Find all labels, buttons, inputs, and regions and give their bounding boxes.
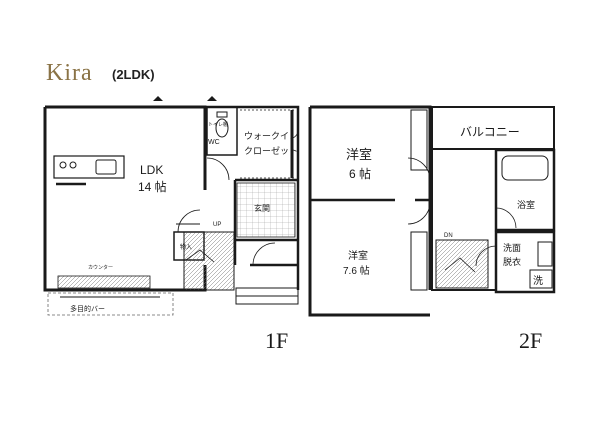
- kitchen-counter: [53, 155, 125, 179]
- closet-shelf: [240, 109, 294, 179]
- ldk-door-swing: [177, 209, 201, 233]
- floor2-outer-walls: [308, 105, 432, 317]
- walkin-closet-label-2: クローゼット: [244, 145, 298, 156]
- sink: [95, 159, 117, 175]
- stair-1f: [183, 231, 235, 291]
- western-room1-label: 洋室: [346, 147, 372, 162]
- wc-door-swing: [206, 157, 230, 181]
- floor-1-label: 1F: [265, 328, 288, 353]
- bath-room: [494, 148, 556, 232]
- property-name: Kira: [46, 60, 93, 86]
- walkin-closet-label-1: ウォークイン: [244, 131, 298, 141]
- entrance-floor: [236, 182, 296, 238]
- storage-label: 物入: [180, 243, 192, 251]
- entrance-label: 玄関: [254, 203, 270, 213]
- dn-label: DN: [444, 233, 453, 239]
- porch-step: [235, 295, 299, 305]
- closet-2f: [410, 231, 428, 291]
- washbasin: [537, 241, 553, 267]
- bath-door-swing: [495, 207, 517, 229]
- ldk-label: LDK: [140, 163, 163, 177]
- washroom-label-1: 洗面: [503, 242, 521, 253]
- balcony-label: バルコニー: [460, 125, 520, 139]
- bath-label: 浴室: [517, 199, 535, 210]
- wc-label: WC: [208, 139, 220, 146]
- washroom-label-2: 脱衣: [503, 256, 521, 267]
- stove-burner: [59, 161, 67, 169]
- layout-type: (2LDK): [112, 67, 155, 82]
- ldk-size-label: 14 帖: [138, 179, 167, 194]
- western-room2-label: 洋室: [348, 249, 368, 262]
- toilet-shelf-label: トイレ棚: [208, 121, 228, 128]
- wash-room: [494, 230, 556, 294]
- floor-2-label: 2F: [519, 328, 542, 353]
- entrance-door-swing: [252, 242, 276, 266]
- entrance-walls: [205, 105, 300, 290]
- up-label: UP: [213, 222, 221, 228]
- western-room2-size: 7.6 帖: [343, 264, 370, 277]
- porch-step: [235, 287, 299, 297]
- closet-2f: [410, 109, 428, 171]
- toilet: [215, 118, 229, 138]
- washroom-door-swing: [475, 245, 497, 267]
- floor-1-plan: [43, 96, 300, 316]
- washer-label: 洗: [533, 275, 543, 287]
- bathtub: [501, 155, 549, 181]
- counter-label: カウンター: [88, 264, 113, 271]
- wc-room: [206, 106, 238, 156]
- floor-2-plan: [308, 105, 556, 317]
- stair-2f: [435, 239, 489, 289]
- counter-bar: [57, 275, 151, 289]
- multi-purpose-bar-label: 多目的バー: [70, 304, 105, 313]
- bedroom2-door-swing: [407, 201, 431, 225]
- multi-purpose-bar: [47, 292, 174, 316]
- bedroom1-door-swing: [407, 157, 431, 181]
- washer-space: [529, 269, 553, 289]
- balcony: [431, 106, 555, 150]
- stove-burner: [69, 161, 77, 169]
- ldk-walls: [43, 105, 207, 292]
- western-room1-size: 6 帖: [349, 166, 371, 181]
